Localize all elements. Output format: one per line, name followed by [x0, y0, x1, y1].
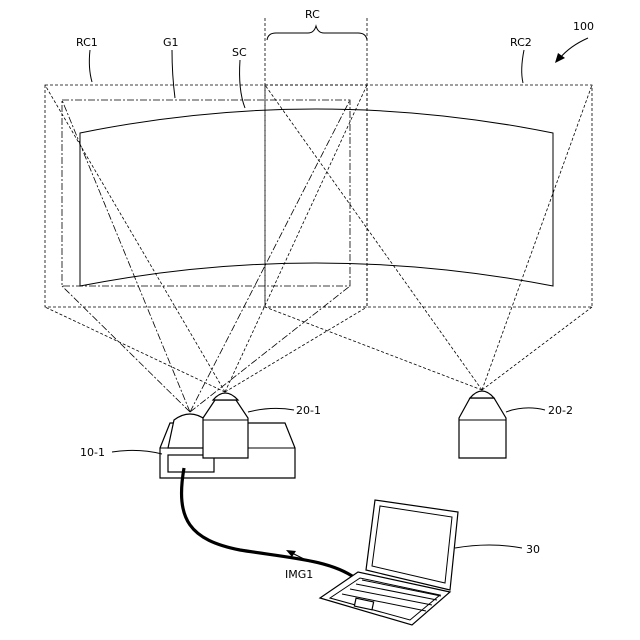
leader-10-1: [112, 450, 162, 454]
label-rc2: RC2: [510, 36, 532, 49]
label-sc: SC: [232, 46, 247, 59]
brace-rc: [267, 26, 367, 40]
cable-img1: [182, 468, 355, 578]
region-rc1: [45, 85, 367, 307]
arrow-100: [555, 38, 588, 63]
leader-sc: [240, 60, 245, 108]
projector-20-2: [459, 391, 506, 458]
laptop-30: [320, 500, 458, 625]
leader-g1: [172, 50, 175, 98]
label-20-1: 20-1: [296, 404, 321, 417]
leader-20-2: [506, 408, 545, 412]
label-10-1: 10-1: [80, 446, 105, 459]
leader-rc2: [522, 50, 524, 83]
projector-20-1: [203, 393, 248, 458]
label-rc: RC: [305, 8, 320, 21]
screen-sc: [80, 109, 553, 286]
rays-projector-1: [45, 85, 367, 412]
region-rc2: [265, 85, 592, 307]
label-100: 100: [573, 20, 594, 33]
label-30: 30: [526, 543, 540, 556]
leader-20-1: [248, 408, 294, 412]
leader-30: [455, 545, 522, 548]
label-img1: IMG1: [285, 568, 313, 581]
label-rc1: RC1: [76, 36, 98, 49]
label-g1: G1: [163, 36, 179, 49]
leader-rc1: [89, 50, 92, 82]
label-20-2: 20-2: [548, 404, 573, 417]
